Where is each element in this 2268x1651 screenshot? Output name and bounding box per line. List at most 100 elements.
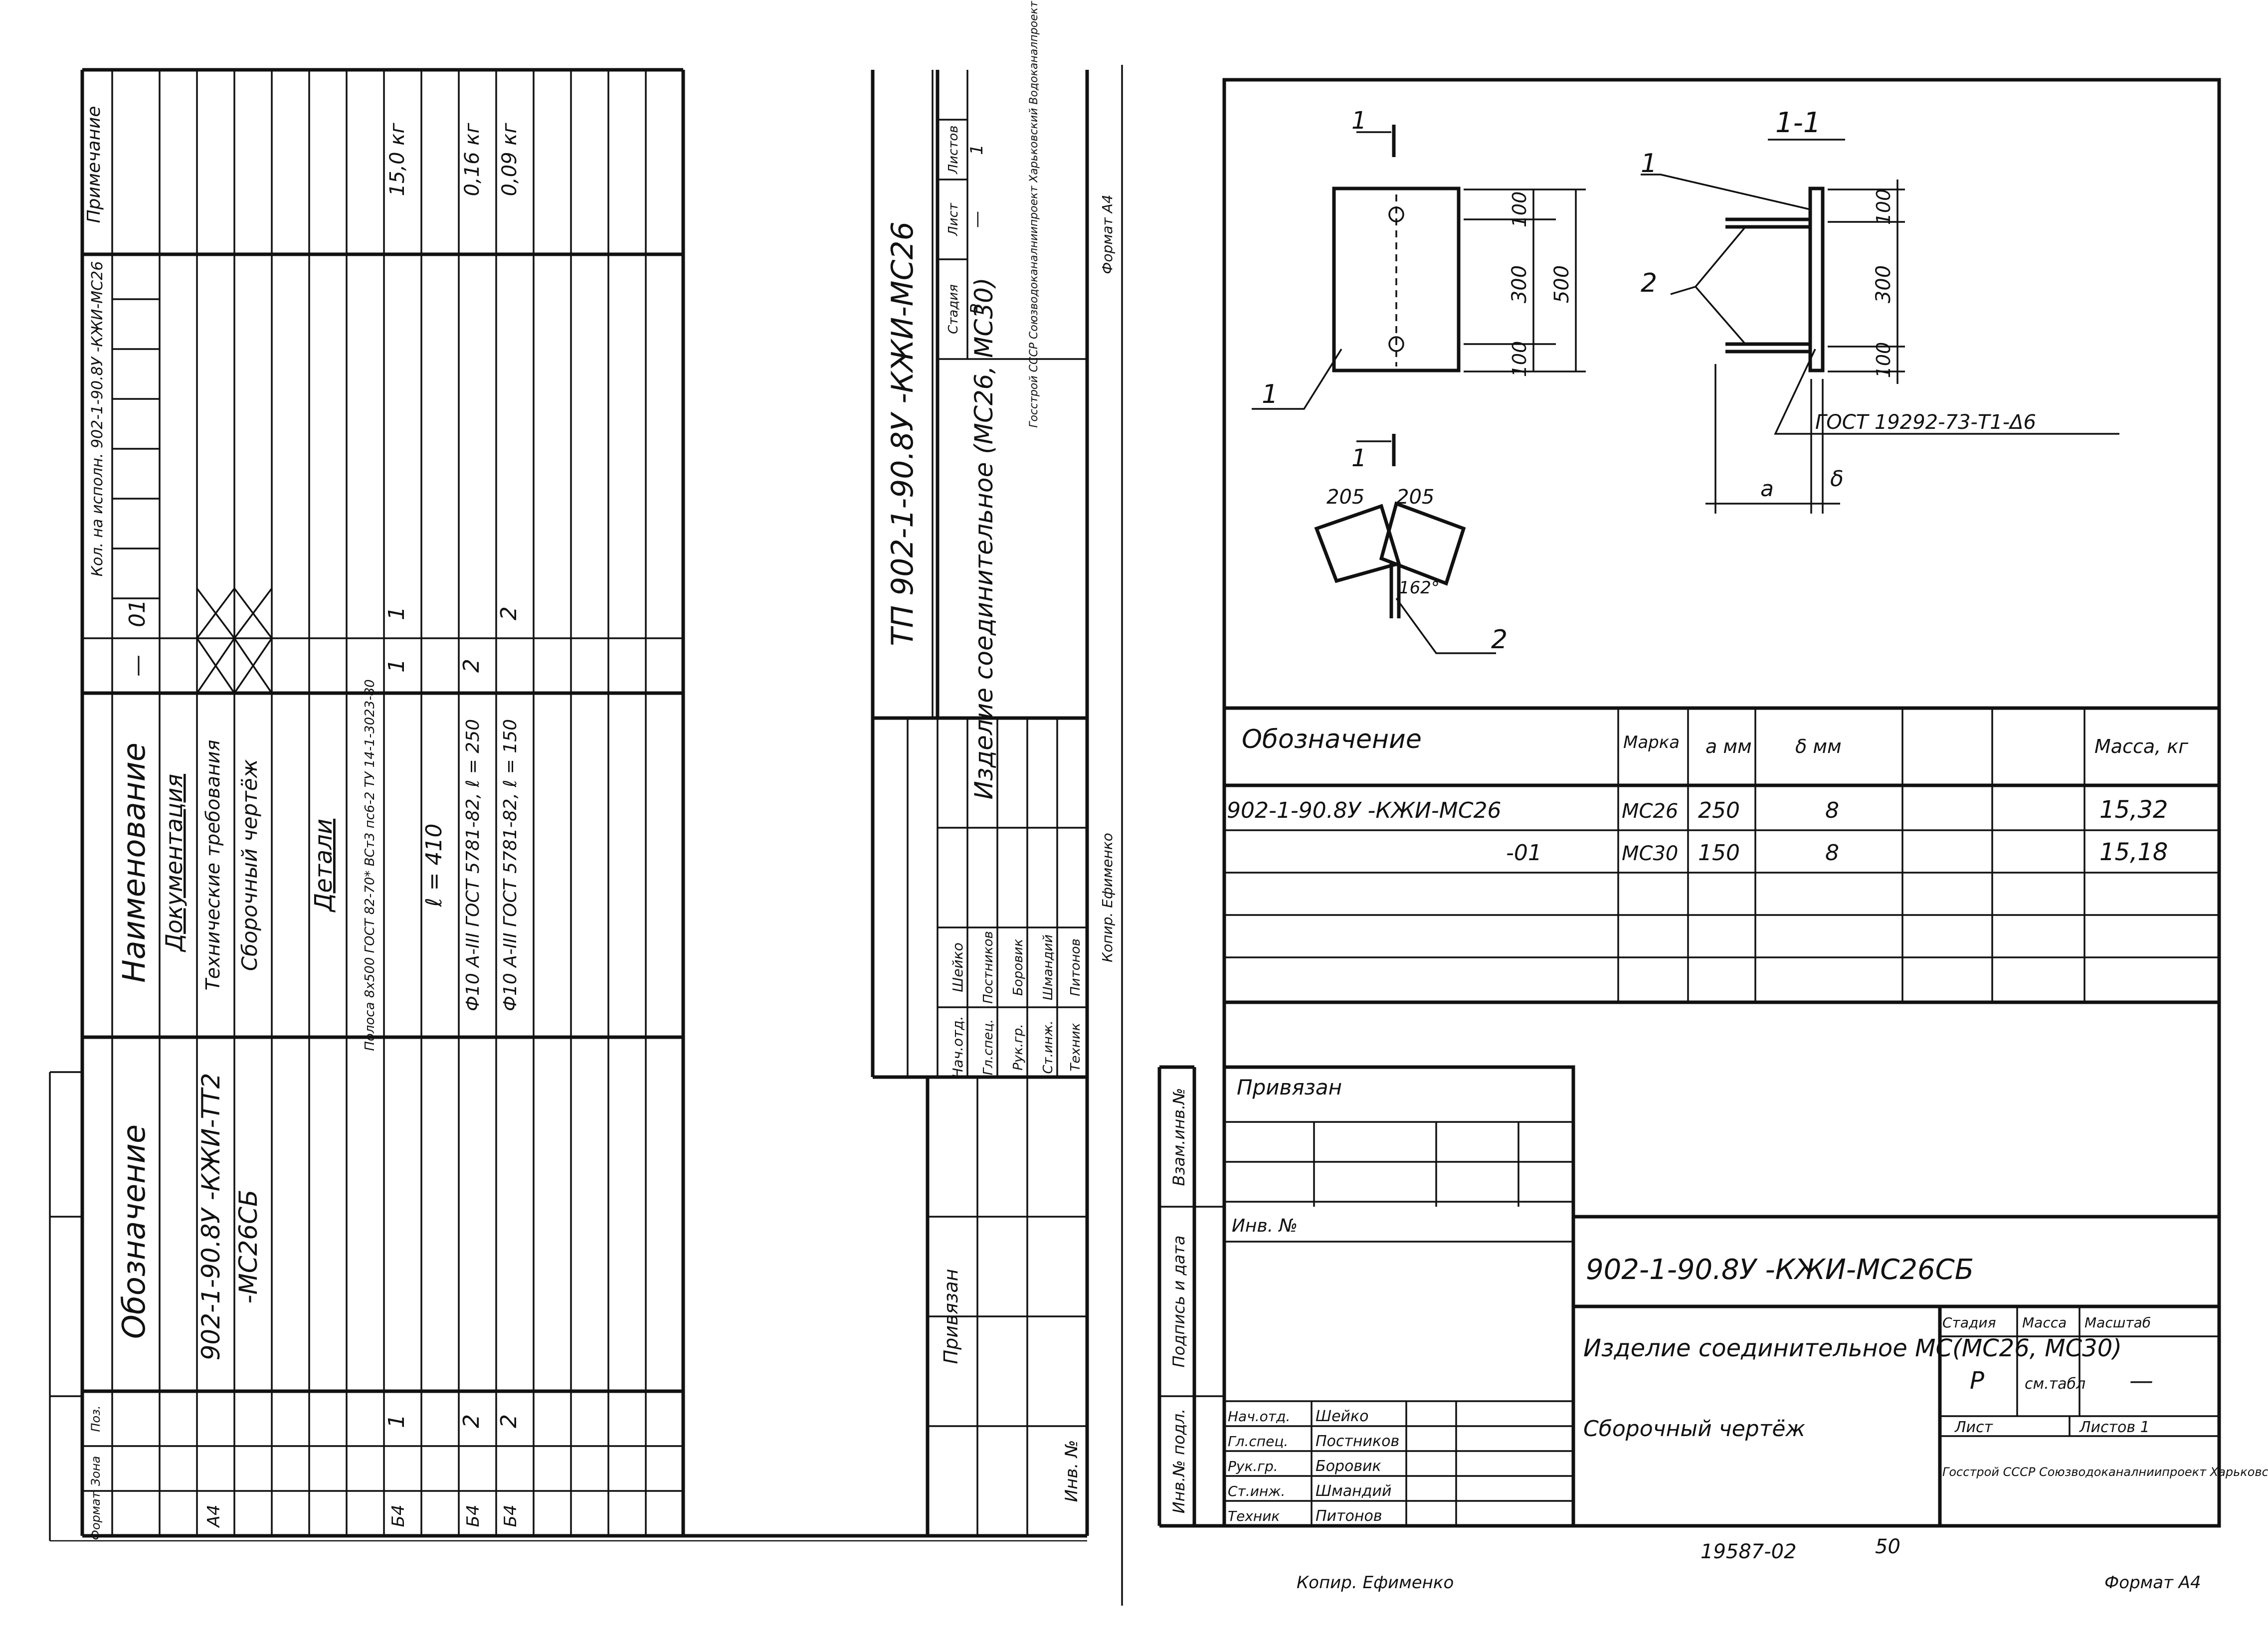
left-stamp-person-2: Гл.спец. [981, 1019, 996, 1076]
row-tt-name: Технические требования [202, 740, 224, 991]
left-stamp-code: ТП 902-1-90.8У -КЖИ-МС26 [885, 221, 920, 646]
table-header-delta: δ мм [1795, 735, 1842, 757]
right-stamp-sheet-label: Лист [1954, 1419, 1994, 1436]
right-stamp-scale: — [2129, 1367, 2153, 1395]
right-stamp-subtitle: Сборочный чертёж [1583, 1416, 1805, 1442]
header-designation: Обозначение [116, 1124, 152, 1339]
footer-number: 19587-02 [1701, 1540, 1797, 1563]
row-tt-designation: 902-1-90.8У -КЖИ-ТТ2 [196, 1073, 225, 1361]
row-pos1-note: 15,0 кг [386, 123, 409, 196]
section-title: 1-1 [1775, 107, 1821, 139]
exec-header-2: 01 [125, 599, 150, 627]
table-header-designation: Обозначение [1242, 725, 1422, 754]
bar-bent-right [1379, 501, 1466, 586]
exec-header-1: — [125, 655, 150, 677]
header-zone: Зона [89, 1456, 103, 1486]
dim-500: 500 [1550, 265, 1573, 303]
left-stamp-sheet-label: Лист [946, 202, 961, 236]
row1-mass: 15,32 [2099, 796, 2168, 824]
pos-label-1b: 1 [1641, 149, 1657, 179]
right-person-role-4: Ст.инж. [1228, 1483, 1285, 1499]
right-stamp-code: 902-1-90.8У -КЖИ-МС26СБ [1586, 1254, 1974, 1286]
dim-300-s: 300 [1872, 265, 1895, 303]
dim-205-a: 205 [1326, 486, 1364, 509]
left-inv: Инв. № [1062, 1440, 1082, 1502]
header-name: Наименование [116, 742, 152, 983]
right-person-name-2: Постников [1316, 1433, 1399, 1450]
section-mark-bottom: 1 [1351, 444, 1367, 472]
right-person-name-4: Шмандий [1316, 1482, 1391, 1500]
dim-100-bot: 100 [1509, 341, 1530, 377]
dim-300: 300 [1508, 265, 1531, 303]
pos-label-1a: 1 [1262, 379, 1278, 409]
row-pos1-pos: 1 [384, 1414, 409, 1428]
row-details-name: Детали [310, 819, 338, 913]
footer-copied: Копир. Ефименко [1297, 1573, 1454, 1593]
row-pos2b-pos: 2 [496, 1414, 522, 1428]
side-label-2: Подпись и дата [1169, 1235, 1188, 1367]
dim-205-b: 205 [1396, 486, 1434, 509]
right-stamp-sheets-label: Листов 1 [2079, 1419, 2150, 1436]
right-sheet: 1 1 1 100 300 500 100 1-1 1 2 [1157, 78, 2268, 1593]
plate-section [1808, 186, 1825, 372]
row-tt-format: А4 [204, 1505, 224, 1528]
row-pos1-format: Б4 [388, 1505, 408, 1527]
left-stamp-person-5: Техник [1068, 1023, 1083, 1071]
plate-front-view [1332, 186, 1461, 372]
section-mark-top: 1 [1351, 107, 1367, 135]
left-stamp-title: Изделие соединительное (МС26, МС30) [969, 278, 998, 800]
row-pos2a-name: Ф10 А-III ГОСТ 5781-82, ℓ = 250 [463, 719, 483, 1011]
row-sb-designation: -МС26СБ [234, 1190, 263, 1304]
left-stamp-name-3: Боровик [1011, 939, 1026, 996]
row-pos2a-q1: 2 [459, 659, 484, 673]
dim-100-top-s: 100 [1873, 189, 1894, 225]
left-stamp-org: Госстрой СССР Союзводоканалниипроект Хар… [1028, 0, 1040, 428]
row-pos2a-format: Б4 [463, 1505, 483, 1527]
right-person-name-5: Питонов [1316, 1507, 1382, 1525]
left-stamp-stage: Р [967, 304, 987, 314]
left-stamp-name-4: Шмандий [1041, 934, 1056, 1000]
row2-designation: -01 [1506, 840, 1542, 866]
header-note: Примечание [84, 106, 104, 223]
right-person-role-5: Техник [1228, 1508, 1280, 1524]
left-stamp-name-2: Постников [981, 931, 996, 1004]
right-stamp-scale-label: Масштаб [2084, 1314, 2151, 1331]
right-privyazan: Привязан [1237, 1075, 1342, 1100]
row-pos2b-q2: 2 [496, 606, 522, 620]
row1-mark: МС26 [1622, 800, 1678, 823]
row-pos2a-note: 0,16 кг [461, 123, 484, 196]
pos-label-2b: 2 [1491, 625, 1508, 655]
row2-mass: 15,18 [2099, 838, 2168, 866]
side-label-3: Инв.№ подл. [1169, 1409, 1188, 1514]
right-stamp-mass: см.табл [2025, 1375, 2085, 1393]
dim-100-bot-s: 100 [1873, 342, 1894, 378]
right-person-role-1: Нач.отд. [1228, 1408, 1290, 1425]
row-sb-name: Сборочный чертёж [237, 759, 262, 971]
right-stamp-org: Госстрой СССР Союзводоканалниипроект Хар… [1942, 1465, 2268, 1479]
header-qty: Кол. на исполн. 902-1-90.8У -КЖИ-МС26 [89, 261, 106, 577]
row2-a: 150 [1698, 840, 1740, 866]
row1-delta: 8 [1825, 798, 1839, 823]
angle-label: 162° [1399, 578, 1440, 598]
right-person-name-3: Боровик [1316, 1458, 1381, 1475]
left-stamp-sheets-label: Листов [946, 125, 961, 174]
side-label-1: Взам.инв.№ [1169, 1088, 1188, 1186]
left-privyazan: Привязан [940, 1269, 962, 1364]
row-pos1-q1: 1 [384, 659, 409, 673]
table-header-a: a мм [1705, 735, 1752, 757]
row-doc-name: Документация [161, 774, 188, 952]
row-l410-name: ℓ = 410 [421, 824, 447, 908]
left-format: Формат А4 [1099, 194, 1116, 274]
row-pos2b-format: Б4 [501, 1505, 521, 1527]
pos-label-2a: 2 [1641, 268, 1657, 298]
row-pos1-q2: 1 [384, 606, 409, 620]
gost-weld-label: ГОСТ 19292-73-Т1-Δ6 [1815, 411, 2036, 434]
dim-delta: δ [1830, 466, 1844, 492]
row-pos2a-pos: 2 [459, 1414, 484, 1428]
left-copied: Копир. Ефименко [1099, 833, 1116, 962]
right-inv: Инв. № [1232, 1216, 1298, 1236]
row-pos2b-name: Ф10 А-III ГОСТ 5781-82, ℓ = 150 [500, 719, 521, 1011]
table-header-mass: Масса, кг [2094, 735, 2189, 757]
table-header-mark: Марка [1623, 733, 1680, 752]
left-stamp-person-3: Рук.гр. [1011, 1024, 1026, 1070]
